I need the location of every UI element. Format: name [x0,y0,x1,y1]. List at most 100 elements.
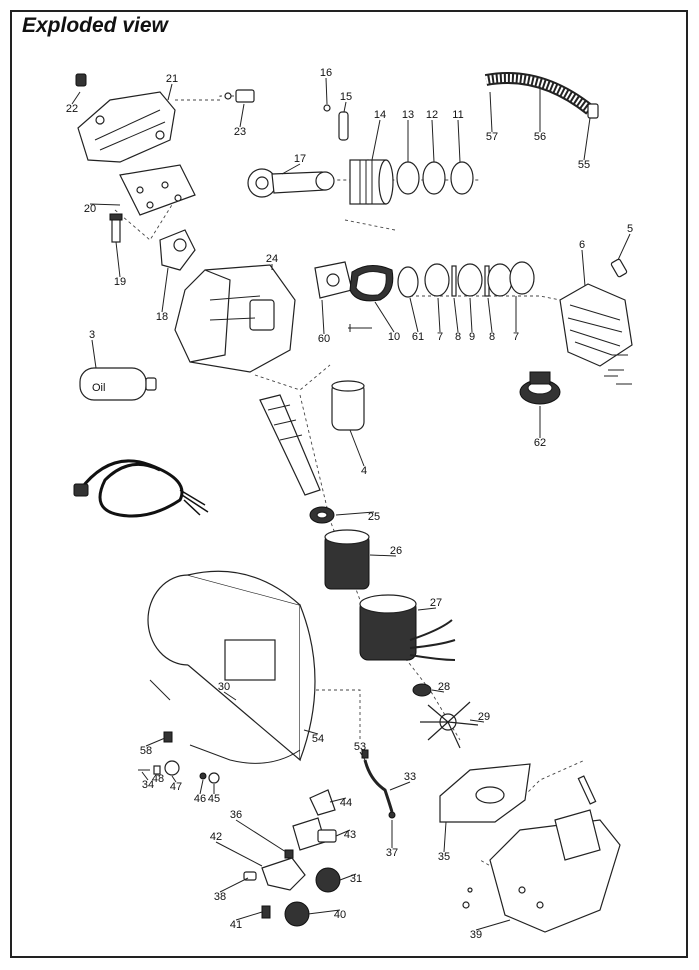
callout-label-14: 14 [374,109,386,121]
callout-leader-17 [281,163,301,175]
callout-leader-10 [374,301,395,333]
callout-label-10: 10 [388,331,400,343]
callout-label-33: 33 [404,771,416,783]
callout-leader-27 [417,607,437,611]
callout-leader-33 [389,781,411,791]
callout-leader-58 [145,737,166,747]
shroud-screws [462,775,597,909]
callout-leader-15 [343,101,347,113]
breather-valve [224,89,255,103]
callout-label-20: 20 [84,203,96,215]
cooling-fan [420,701,479,749]
callout-label-13: 13 [402,109,414,121]
callout-label-30: 30 [218,681,230,693]
callout-label-5: 5 [627,223,633,235]
callout-label-47: 47 [170,781,182,793]
callout-label-11: 11 [452,109,463,121]
valve-plate-gasket [119,164,196,216]
valve-plate-set [349,261,535,302]
bearing-29 [412,683,432,697]
callout-label-56: 56 [534,131,546,143]
callout-leader-30 [223,691,237,701]
callout-label-58: 58 [140,745,152,757]
callout-label-44: 44 [340,797,352,809]
callout-label-8: 8 [455,331,461,343]
callout-label-36: 36 [230,809,242,821]
crankshaft [259,394,321,496]
piston [349,159,394,205]
callout-leader-11 [457,119,461,163]
crankcase [174,264,296,373]
callout-leader-25 [335,511,375,516]
assembly-axis-lines [114,95,586,881]
callout-label-39: 39 [470,929,482,941]
callout-leader-6 [581,249,586,287]
callout-leader-46 [199,779,204,795]
callout-leader-55 [583,117,591,161]
oil-label: Oil [92,382,105,394]
callout-leader-21 [167,83,173,101]
small-screws-10 [348,324,372,332]
fitting-3 [610,258,628,278]
callout-leaders [71,77,631,931]
callout-label-7: 7 [437,331,443,343]
callout-label-7: 7 [513,331,519,343]
fan-shroud [489,809,621,933]
callout-label-27: 27 [430,597,442,609]
callout-label-19: 19 [114,276,126,288]
cylinder-head [559,283,633,367]
air-tank [147,570,316,764]
callout-label-40: 40 [334,909,346,921]
callout-label-4: 4 [361,465,367,477]
callout-label-15: 15 [340,91,352,103]
callout-leader-8 [453,297,459,333]
exploded-view-sheet: Exploded view [10,10,688,958]
drain-valve-parts [138,731,220,784]
callout-leader-23 [239,103,245,128]
cylinder-head-cover [77,91,176,163]
page-title: Exploded view [22,14,168,37]
callout-label-35: 35 [438,851,450,863]
callout-leader-40 [307,909,341,915]
callout-label-23: 23 [234,126,246,138]
callout-leader-38 [219,877,249,893]
callout-label-25: 25 [368,511,380,523]
crank-bracket [159,229,196,271]
callout-leader-3 [91,339,97,369]
callout-leader-31 [339,873,357,881]
motor-base [439,763,531,823]
callout-label-54: 54 [312,733,324,745]
callout-label-48: 48 [152,773,164,785]
air-hose [484,72,599,119]
connecting-rod [247,168,335,198]
callout-label-12: 12 [426,109,438,121]
capacitor [331,380,365,431]
callout-label-22: 22 [66,103,78,115]
callout-label-61: 61 [412,331,424,343]
callout-leader-44 [329,797,347,803]
callout-label-42: 42 [210,831,222,843]
callout-label-17: 17 [294,153,306,165]
flange-gasket [314,261,353,299]
callout-leader-5 [617,233,631,261]
callout-leader-36 [235,819,287,853]
callout-leader-16 [325,77,328,105]
bearing-26 [309,506,335,524]
callout-leader-4 [349,429,365,467]
callout-label-34: 34 [142,779,154,791]
stator [359,594,456,661]
callout-label-24: 24 [266,253,278,265]
callout-leader-54 [303,729,319,735]
callout-leader-9 [469,297,473,333]
callout-leader-53 [359,751,366,761]
callout-leader-61 [409,297,419,333]
callout-label-62: 62 [534,437,546,449]
power-cable [73,459,209,518]
callout-leader-22 [71,91,81,105]
callout-leader-20 [89,203,121,206]
head-screws [604,354,632,385]
callout-label-21: 21 [166,73,178,85]
cover-bolt [75,73,87,87]
callout-label-18: 18 [156,311,168,323]
